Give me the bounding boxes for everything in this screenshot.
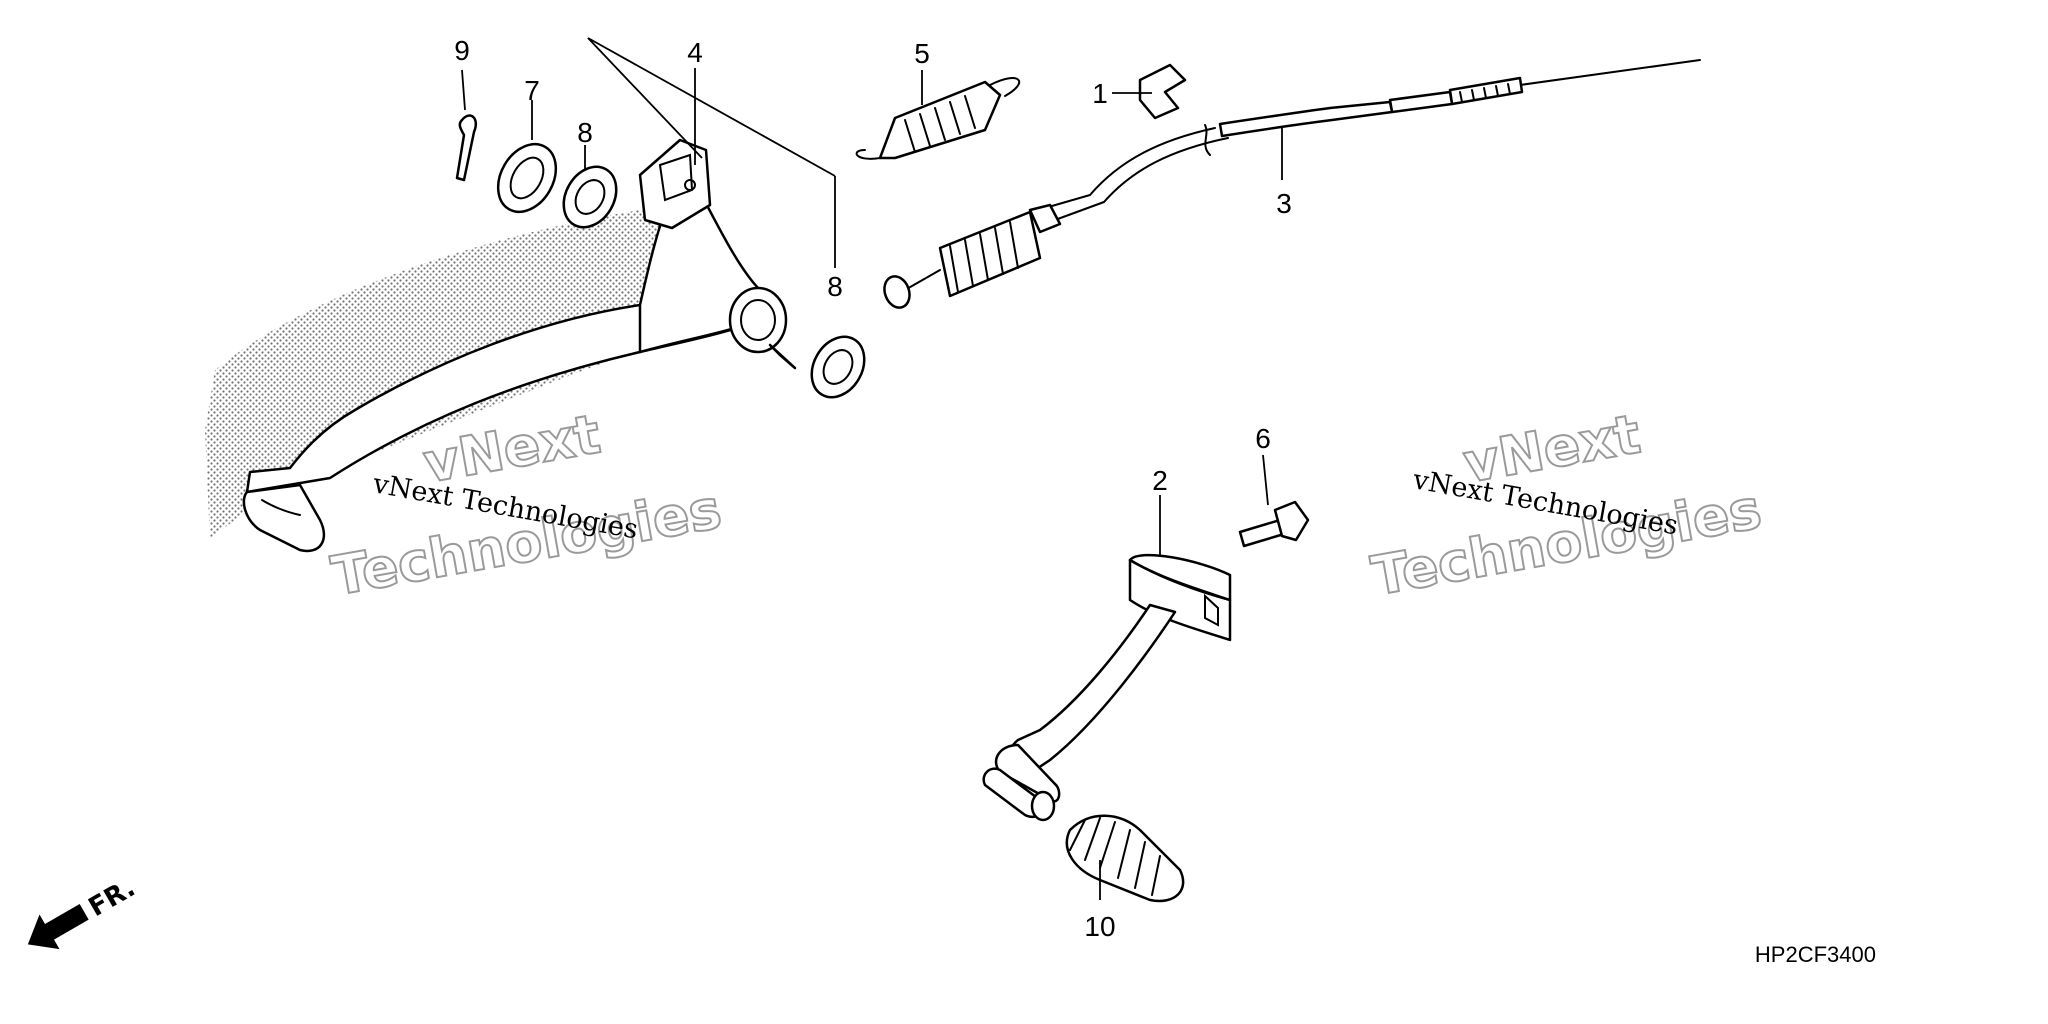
callout-2: 2	[1152, 465, 1168, 496]
dust-seal-upper	[562, 165, 618, 229]
callout-10: 10	[1084, 911, 1115, 942]
brake-pedal	[242, 138, 797, 553]
callouts: 9 7 8 4 8 5 1 3 2 6 10	[454, 35, 1292, 942]
pedal-rubber	[1065, 814, 1185, 903]
gear-change-pedal	[982, 553, 1232, 822]
callout-1: 1	[1092, 78, 1108, 109]
return-spring	[855, 77, 1020, 160]
washer	[496, 142, 558, 214]
dust-seal-lower	[810, 335, 866, 399]
cable-clip	[1138, 63, 1187, 120]
callout-8-lower: 8	[827, 271, 843, 302]
cotter-pin	[455, 114, 478, 182]
callout-3: 3	[1276, 188, 1292, 219]
leader-lines	[461, 37, 1283, 900]
front-direction-arrow: FR.	[27, 873, 141, 950]
callout-6: 6	[1255, 423, 1271, 454]
callout-5: 5	[914, 38, 930, 69]
callout-9: 9	[454, 35, 470, 66]
svg-text:FR.: FR.	[84, 873, 141, 923]
brake-cable	[883, 59, 1701, 309]
callout-7: 7	[524, 75, 540, 106]
drawing-code: HP2CF3400	[1755, 942, 1876, 967]
callout-4: 4	[687, 37, 703, 68]
callout-8-upper: 8	[577, 117, 593, 148]
flange-bolt	[1238, 500, 1310, 548]
